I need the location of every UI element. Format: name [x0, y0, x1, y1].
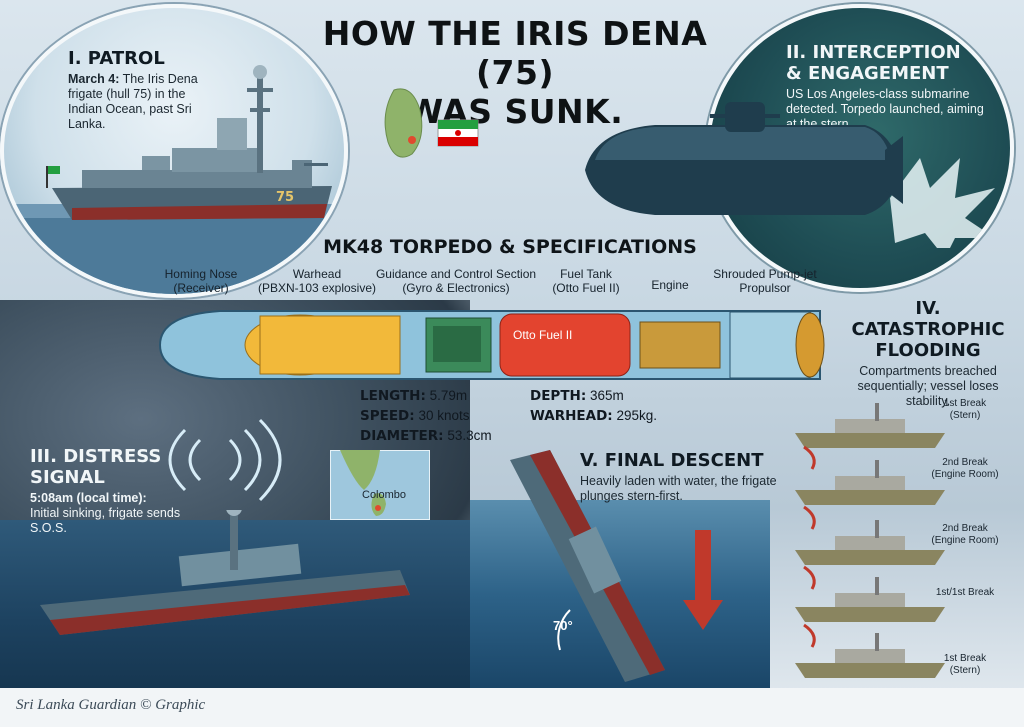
credit-symbol: ©	[140, 697, 152, 713]
patrol-date: March 4:	[68, 72, 120, 86]
flood-stage-3-label: 2nd Break (Engine Room)	[925, 523, 1005, 547]
splash-icon	[890, 158, 995, 248]
flooding-heading-1: IV. CATASTROPHIC	[851, 298, 1005, 340]
torpedo-label-engine: Engine	[640, 278, 700, 292]
frigate-ship-icon	[46, 65, 332, 220]
torpedo-specs-right: DEPTH: 365m WARHEAD: 295kg.	[530, 386, 657, 426]
spec-diameter: DIAMETER: 53.3cm	[360, 426, 492, 446]
flood-stage-1-label: 1st Break (Stern)	[925, 398, 1005, 422]
credit-line: Sri Lanka Guardian © Graphic	[16, 697, 205, 714]
sinking-frigate-icon	[40, 510, 410, 635]
torpedo-label-propulsor: Shrouded Pump-jet Propulsor	[700, 267, 830, 295]
sri-lanka-inset	[384, 88, 479, 158]
torpedo-label-guidance: Guidance and Control Section (Gyro & Ele…	[372, 267, 540, 295]
torpedo-part-sub: (Otto Fuel II)	[552, 281, 620, 295]
patrol-illustration	[4, 204, 344, 294]
spec-label: SPEED:	[360, 408, 415, 424]
distress-time: 5:08am (local time):	[30, 491, 147, 505]
descent-heading: V. FINAL DESCENT	[580, 450, 764, 471]
hull-number: 75	[276, 190, 295, 205]
descent-text: V. FINAL DESCENT Heavily laden with wate…	[580, 450, 780, 504]
spec-label: DIAMETER:	[360, 428, 444, 444]
patrol-body: March 4: The Iris Dena frigate (hull 75)…	[68, 72, 218, 132]
flooding-sequence: 1st Break (Stern) 2nd Break (Engine Room…	[785, 395, 1005, 685]
flood-stage-4-label: 1st/1st Break	[925, 587, 1005, 599]
colombo-label: Colombo	[362, 489, 407, 501]
curved-arrows-icon	[803, 445, 816, 648]
distress-heading: III. DISTRESS SIGNAL	[30, 446, 162, 488]
credit-suffix: Graphic	[155, 697, 206, 713]
torpedo-part-name: Engine	[651, 278, 689, 292]
torpedo-label-warhead: Warhead (PBXN-103 explosive)	[252, 267, 382, 295]
flooding-heading-2: FLOODING	[875, 340, 981, 361]
patrol-text: I. PATROL March 4: The Iris Dena frigate…	[68, 48, 218, 132]
torpedo-part-sub: (Gyro & Electronics)	[402, 281, 510, 295]
spec-value: 30 knots	[418, 408, 470, 423]
distress-body: 5:08am (local time): Initial sinking, fr…	[30, 491, 210, 536]
flood-stage-line: 1st/1st Break	[935, 587, 995, 598]
torpedo-part-name: Guidance and Control Section	[375, 267, 537, 281]
spec-value: 5.79m	[429, 388, 468, 403]
flood-stage-2-label: 2nd Break (Engine Room)	[925, 457, 1005, 481]
flood-stage-5-label: 1st Break (Stern)	[925, 653, 1005, 677]
spec-value: 365m	[590, 388, 624, 403]
interception-heading-1: II. INTERCEPTION	[786, 42, 961, 63]
flooding-ship-stage-3	[795, 520, 945, 565]
signal-waves-icon	[168, 418, 282, 502]
distress-description: Initial sinking, frigate sends S.O.S.	[30, 506, 181, 535]
spec-label: DEPTH:	[530, 388, 587, 404]
credit-publisher: Sri Lanka Guardian	[16, 697, 137, 713]
interception-text: II. INTERCEPTION & ENGAGEMENT US Los Ang…	[786, 42, 996, 132]
torpedo-part-sub: (PBXN-103 explosive)	[257, 281, 377, 295]
flood-stage-line: 1st Break	[943, 398, 987, 409]
flooding-description: Compartments breached sequentially; vess…	[857, 364, 999, 408]
spec-length: LENGTH: 5.79m	[360, 386, 492, 406]
footer-bar	[0, 688, 1024, 727]
flood-stage-line: (Engine Room)	[931, 535, 999, 546]
spec-value: 295kg.	[616, 408, 658, 423]
torpedo-part-name: Warhead	[292, 267, 342, 281]
interception-heading-2: & ENGAGEMENT	[786, 63, 949, 84]
patrol-heading: I. PATROL	[68, 48, 165, 69]
spec-label: WARHEAD:	[530, 408, 613, 424]
flood-stage-line: 2nd Break	[942, 457, 988, 468]
patrol-description: The Iris Dena frigate (hull 75) in the I…	[68, 72, 198, 131]
torpedo-part-name: Homing Nose	[164, 267, 238, 281]
torpedo-title: MK48 TORPEDO & SPECIFICATIONS	[323, 236, 697, 258]
torpedo-part-sub: Propulsor	[739, 281, 791, 295]
flooding-ship-stage-5	[795, 633, 945, 678]
torpedo-part-name: Shrouded Pump-jet	[713, 267, 817, 281]
spec-speed: SPEED: 30 knots	[360, 406, 492, 426]
descent-angle: 70°	[553, 618, 573, 633]
flooding-ship-stage-2	[795, 460, 945, 505]
page-title: HOW THE IRIS DENA (75) WAS SUNK.	[300, 14, 730, 131]
mk48-torpedo-icon	[158, 310, 825, 380]
descent-description: Heavily laden with water, the frigate pl…	[580, 474, 777, 503]
plunging-frigate-icon	[510, 450, 723, 682]
flooding-ship-stage-4	[795, 577, 945, 622]
spec-label: LENGTH:	[360, 388, 426, 404]
title-line-1: HOW THE IRIS DENA (75)	[322, 14, 708, 92]
torpedo-part-sub: (Receiver)	[173, 281, 229, 295]
torpedo-specs-left: LENGTH: 5.79m SPEED: 30 knots DIAMETER: …	[360, 386, 492, 446]
submarine-icon	[585, 102, 903, 215]
torpedo-label-nose: Homing Nose (Receiver)	[156, 267, 246, 295]
distress-text: III. DISTRESS SIGNAL 5:08am (local time)…	[30, 446, 210, 536]
colombo-map-icon	[330, 450, 430, 520]
flood-stage-line: (Engine Room)	[931, 469, 999, 480]
spec-warhead: WARHEAD: 295kg.	[530, 406, 657, 426]
down-arrow-icon	[683, 530, 723, 630]
fuel-tank-label: Otto Fuel II	[513, 328, 573, 342]
flooding-text: IV. CATASTROPHIC FLOODING Compartments b…	[842, 298, 1014, 409]
patrol-panel: 75 I. PATROL March 4: The Iris Dena frig…	[0, 4, 348, 298]
flood-stage-line: 1st Break	[943, 653, 987, 664]
spec-depth: DEPTH: 365m	[530, 386, 657, 406]
spec-value: 53.3cm	[447, 428, 492, 443]
flood-stage-line: (Stern)	[949, 665, 981, 676]
torpedo-part-name: Fuel Tank	[560, 267, 612, 281]
torpedo-label-fuel: Fuel Tank (Otto Fuel II)	[536, 267, 636, 295]
flooding-ship-stage-1	[795, 403, 945, 448]
flood-stage-line: (Stern)	[949, 410, 981, 421]
flood-stage-line: 2nd Break	[942, 523, 988, 534]
